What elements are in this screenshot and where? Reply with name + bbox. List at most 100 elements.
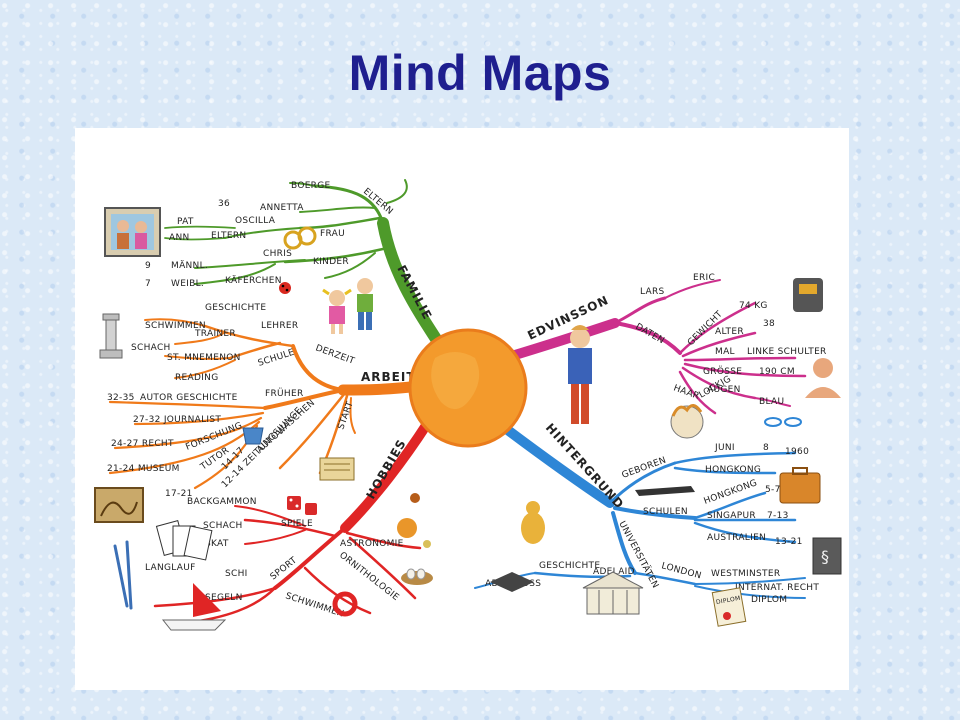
label-eltern: ELTERN: [211, 231, 246, 241]
label-kinder: KINDER: [313, 257, 349, 267]
label-oscilla: OSCILLA: [235, 216, 276, 226]
bucket-icon: [242, 427, 264, 445]
label-daten: DATEN: [634, 322, 666, 346]
fountain-pen-icon: [635, 486, 695, 496]
paragraph-book-icon: §: [812, 537, 842, 575]
label-schwimmen-arbeit: SCHWIMMEN: [145, 321, 206, 331]
label-schach-arbeit: SCHACH: [131, 343, 171, 353]
slide-title: Mind Maps: [348, 45, 612, 101]
label-7: 7: [145, 279, 151, 289]
branch-arbeit: [108, 318, 426, 490]
label-cm: 190 CM: [759, 367, 795, 377]
label-1960: 1960: [785, 447, 809, 457]
label-36: 36: [218, 199, 230, 209]
label-eric: ERIC: [693, 273, 715, 283]
arbeit-labels: ARBEIT SCHWIMMEN GESCHICHTE TRAINER LEHR…: [107, 303, 416, 499]
label-5-7: 5-7: [765, 485, 781, 495]
children-icon: [322, 278, 373, 334]
label-segeln: SEGELN: [205, 593, 243, 603]
label-9: 9: [145, 261, 151, 271]
person-icon: [568, 325, 592, 424]
label-13-21: 13-21: [775, 537, 803, 547]
label-blau: BLAU: [759, 397, 784, 407]
label-recht-arbeit: 24-27 RECHT: [111, 439, 174, 449]
label-westminster: WESTMINSTER: [711, 569, 780, 579]
label-arbeit: ARBEIT: [361, 370, 416, 384]
label-singapur: SINGAPUR: [707, 511, 756, 521]
sailboat-icon: [161, 583, 227, 631]
label-ann: ANN: [169, 233, 190, 243]
label-boerge: BOERGE: [291, 181, 331, 191]
label-schule-arbeit: SCHULE: [257, 348, 296, 369]
branch-hintergrund: [474, 423, 806, 599]
label-frau: FRAU: [320, 229, 345, 239]
label-autor-years: 32-35: [107, 393, 135, 403]
label-8: 8: [763, 443, 769, 453]
label-hobbies: HOBBIES: [363, 437, 409, 502]
label-australien: AUSTRALIEN: [707, 533, 766, 543]
label-weibl: WEIBL.: [171, 279, 204, 289]
label-maennl: MÄNNL.: [171, 260, 208, 271]
label-recht-hintergrund: INTERNAT. RECHT: [735, 583, 819, 593]
label-schulter: LINKE SCHULTER: [747, 347, 827, 357]
playing-cards-icon: [155, 520, 213, 561]
label-geschichte-arbeit: GESCHICHTE: [205, 303, 266, 313]
label-7-13: 7-13: [767, 511, 789, 521]
label-kg: 74 KG: [739, 301, 768, 311]
university-building-icon: [582, 571, 644, 615]
label-mal: MAL: [715, 347, 735, 357]
label-38: 38: [763, 319, 775, 329]
scale-icon: [793, 278, 823, 312]
wedding-rings-icon: [283, 226, 317, 250]
planets-icon: [397, 493, 431, 548]
branch-edvinsson: [500, 279, 807, 415]
chess-rook-icon: [99, 313, 123, 359]
shoulder-portrait-icon: [805, 358, 841, 398]
label-alter: ALTER: [715, 327, 744, 337]
label-annetta: ANNETTA: [260, 203, 304, 213]
label-lars: LARS: [640, 287, 665, 297]
label-tutor-years: 17-21: [165, 489, 193, 499]
label-chris: CHRIS: [263, 249, 292, 259]
label-schach-hobbies: SCHACH: [203, 521, 243, 531]
label-diplom-card: DIPLOM: [715, 595, 741, 606]
label-reading: READING: [175, 373, 219, 383]
label-hongkong-2: HONGKONG: [703, 478, 759, 507]
label-mnemenon: ST. MNEMENON: [167, 353, 241, 363]
newspapers-icon: [319, 457, 355, 481]
eyes-icon: [764, 417, 802, 427]
label-backgammon: BACKGAMMON: [187, 497, 257, 507]
swim-ring-icon: [332, 591, 358, 617]
curly-hair-icon: [670, 404, 704, 439]
label-skat: SKAT: [205, 539, 229, 549]
ladybug-icon: [279, 282, 291, 294]
label-journalist: 27-32 JOURNALIST: [133, 415, 221, 425]
label-juni: JUNI: [714, 443, 735, 453]
venus-figurine-icon: [521, 501, 545, 544]
branch-hobbies: [153, 419, 432, 625]
bird-nest-icon: [401, 568, 433, 585]
label-astronomie: ASTRONOMIE: [340, 539, 404, 549]
suitcase-icon: [779, 467, 821, 504]
label-diplom: DIPLOM: [751, 595, 787, 605]
skis-icon: [113, 540, 133, 610]
label-schi: SCHI: [225, 569, 248, 579]
label-derzeit: DERZEIT: [314, 343, 356, 366]
central-node: [408, 328, 528, 448]
label-geschichte-hintergrund: GESCHICHTE: [539, 561, 600, 571]
label-langlauf: LANGLAUF: [145, 563, 196, 573]
svg-text:§: §: [821, 547, 829, 566]
diploma-certificate-icon: DIPLOM: [711, 587, 747, 627]
museum-painting-icon: [94, 487, 144, 523]
mind-map-panel: FAMILIE BOERGE ANNETTA 36 OSCILLA ELTERN…: [75, 128, 849, 690]
label-schulen: SCHULEN: [643, 507, 688, 517]
label-pat: PAT: [177, 217, 194, 227]
label-forschung: FORSCHUNG: [184, 421, 244, 453]
label-groesse: GRÖSSE: [703, 366, 742, 377]
portrait-frame-icon: [104, 207, 161, 257]
label-haar: HAAR: [672, 383, 701, 402]
label-kaeferchen: KÄFERCHEN: [225, 275, 282, 286]
label-frueher: FRÜHER: [265, 388, 304, 399]
graduation-cap-icon: [490, 572, 534, 592]
dice-icon: [287, 496, 317, 515]
